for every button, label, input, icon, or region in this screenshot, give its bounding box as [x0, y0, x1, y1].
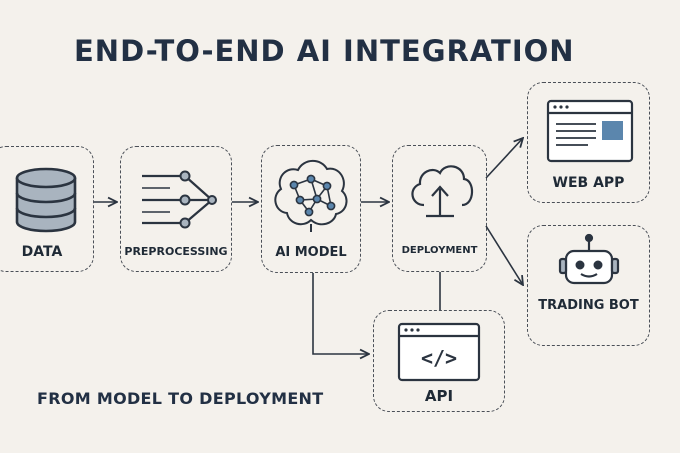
code-window-icon [397, 322, 481, 382]
node-trading-bot-label: TRADING BOT [538, 298, 639, 313]
browser-window-icon [546, 99, 634, 163]
node-data[interactable]: DATA [0, 146, 94, 272]
node-preprocessing-label: PREPROCESSING [124, 245, 228, 258]
node-deployment-label: DEPLOYMENT [401, 245, 478, 256]
api-code-glyph: </> [421, 346, 457, 370]
node-trading-bot[interactable]: TRADING BOT [527, 225, 650, 346]
node-web-app-label: WEB APP [552, 175, 625, 191]
node-ai-model[interactable]: AI MODEL [261, 145, 361, 273]
connectors [94, 138, 523, 354]
arrow-deployment-to-trading-bot [485, 225, 523, 285]
node-preprocessing[interactable]: PREPROCESSING [120, 146, 232, 272]
node-deployment[interactable]: DEPLOYMENT [392, 145, 487, 272]
page-title: END-TO-END AI INTEGRATION [74, 34, 575, 68]
node-api[interactable]: API [373, 310, 505, 412]
node-api-label: API [424, 387, 454, 405]
node-web-app[interactable]: WEB APP [527, 82, 650, 203]
arrow-deployment-to-web-app [485, 138, 523, 179]
arrow-ai-model-to-api [312, 273, 369, 354]
database-icon [15, 167, 77, 233]
page-subtitle: FROM MODEL TO DEPLOYMENT [37, 389, 324, 408]
cloud-upload-icon [411, 165, 474, 218]
brain-network-icon [274, 159, 348, 232]
node-ai-model-label: AI MODEL [275, 245, 347, 260]
pipeline-merge-icon [142, 170, 217, 229]
robot-icon [558, 233, 620, 285]
node-data-label: DATA [21, 244, 63, 260]
